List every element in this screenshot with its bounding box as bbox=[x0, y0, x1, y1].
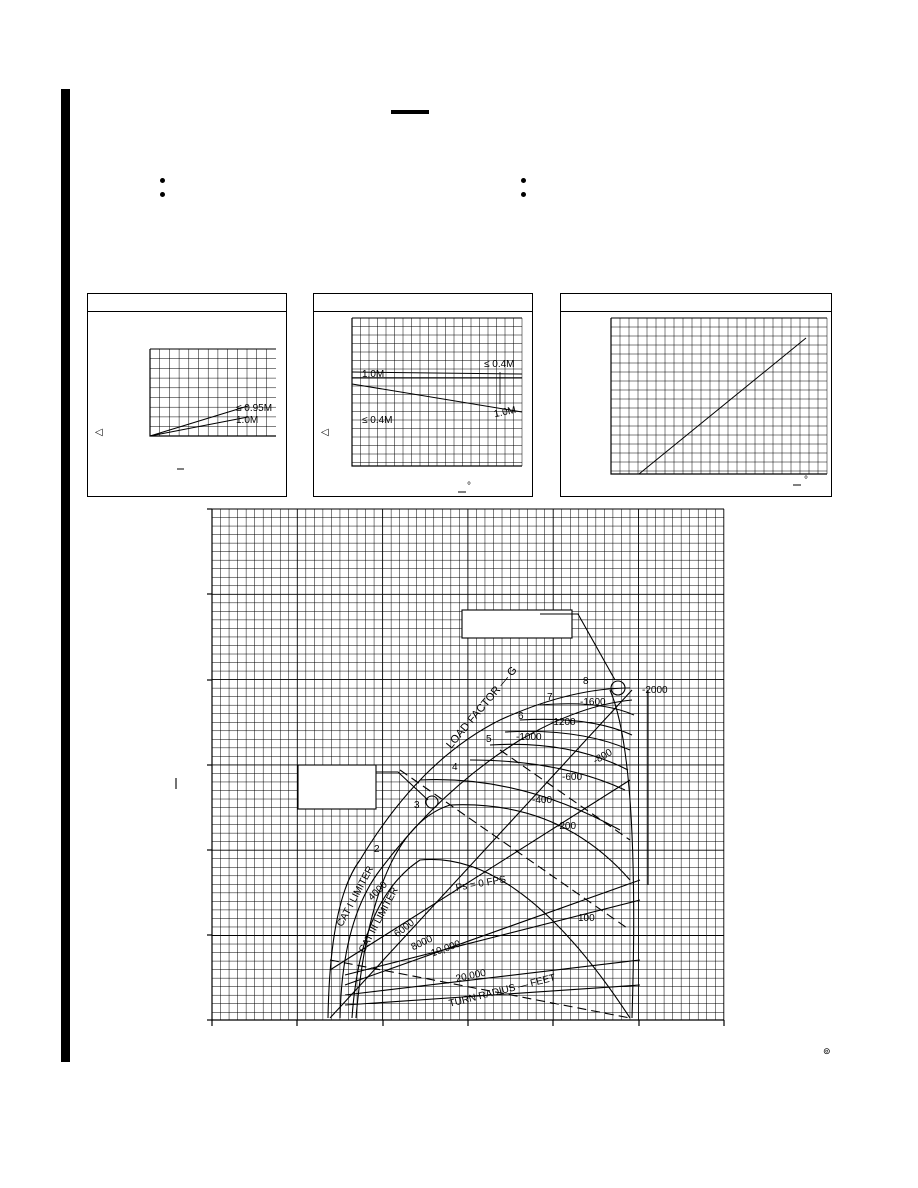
ps-label: -600 bbox=[562, 772, 583, 783]
label-04m: ≤ 0.4M bbox=[484, 359, 515, 370]
marker-circle bbox=[425, 795, 439, 809]
turn-radius-line bbox=[329, 779, 631, 971]
ps-label: -400 bbox=[532, 795, 553, 806]
ps-contour-1600 bbox=[539, 703, 635, 716]
middle-panel-plot bbox=[351, 317, 523, 493]
ps-contour-1200 bbox=[519, 718, 633, 736]
load-factor-label: 7 bbox=[547, 692, 553, 703]
right-panel-plot bbox=[610, 317, 828, 486]
axis-line bbox=[351, 318, 522, 467]
label-04m-lower: ≤ 0.4M bbox=[362, 415, 393, 426]
ps-contour-200 bbox=[355, 804, 631, 1019]
middle-panel: 1.0M ≤ 0.4M ≤ 0.4M 1.0M ◁ ° bbox=[313, 293, 533, 497]
ps-contour-800 bbox=[489, 743, 629, 771]
callout-box-left bbox=[297, 764, 377, 810]
dashed-line bbox=[499, 749, 631, 841]
series-line-10m bbox=[351, 383, 523, 413]
series-line-10m bbox=[149, 416, 249, 437]
panel-header bbox=[88, 294, 286, 312]
degree-symbol: ° bbox=[804, 475, 808, 486]
ps-contour-400 bbox=[419, 779, 621, 831]
load-factor-line bbox=[329, 689, 633, 1019]
bullet-dot bbox=[521, 192, 526, 197]
load-factor-label: 6 bbox=[518, 711, 524, 722]
axis-line bbox=[610, 318, 827, 475]
callout-leader-upper bbox=[540, 613, 616, 681]
title-dash bbox=[391, 110, 429, 114]
left-panel-plot bbox=[149, 348, 276, 470]
load-factor-label: 8 bbox=[583, 676, 589, 687]
callout-leader-left bbox=[376, 771, 429, 801]
label-095m: ≤ 0.95M bbox=[236, 403, 273, 414]
series-line-04m-b bbox=[351, 371, 523, 375]
ps-label: -200 bbox=[556, 821, 577, 832]
ps-label: -1600 bbox=[580, 697, 606, 708]
turn-radius-line bbox=[344, 879, 641, 986]
main-curves bbox=[175, 609, 649, 1019]
marker-circle bbox=[610, 680, 626, 696]
label-10m: 1.0M bbox=[362, 369, 385, 380]
ps-contour-1000 bbox=[504, 730, 631, 751]
delta-icon: ◁ bbox=[95, 427, 103, 438]
left-panel: ≤ 0.95M 1.0M ◁ bbox=[87, 293, 287, 497]
series-line-095m bbox=[149, 405, 249, 437]
degree-symbol: ° bbox=[467, 481, 471, 492]
page-edge-bar bbox=[61, 89, 70, 1062]
ps-label: -1200 bbox=[550, 717, 576, 728]
load-factor-label: 3 bbox=[414, 800, 420, 811]
bullet-dot bbox=[521, 178, 526, 183]
bullet-dot bbox=[160, 178, 165, 183]
turn-radius-line bbox=[344, 984, 641, 1006]
label-10m: 1.0M bbox=[236, 415, 259, 426]
delta-icon: ◁ bbox=[321, 427, 329, 438]
turn-radius-line bbox=[344, 899, 641, 976]
dashed-line bbox=[329, 959, 631, 1019]
ps-label: 100 bbox=[578, 913, 595, 924]
ps-contour-0 bbox=[351, 858, 631, 1019]
copyright-icon: ⊚ bbox=[823, 1046, 831, 1056]
ps-label: -2000 bbox=[642, 685, 668, 696]
panel-header bbox=[561, 294, 831, 312]
max-speed-boundary bbox=[609, 689, 635, 1019]
load-factor-label: 5 bbox=[486, 734, 492, 745]
main-grid bbox=[207, 508, 725, 1026]
turn-radius-line bbox=[344, 959, 641, 996]
right-panel-grid bbox=[610, 317, 828, 475]
ps-contour-600 bbox=[469, 759, 626, 791]
panel-header bbox=[314, 294, 532, 312]
callout-box-upper bbox=[461, 609, 573, 639]
ps-label: -1000 bbox=[516, 732, 542, 743]
series-line bbox=[638, 337, 807, 475]
right-panel: ° bbox=[560, 293, 832, 497]
dashed-line bbox=[399, 769, 631, 931]
bullet-dot bbox=[160, 192, 165, 197]
load-factor-label: 4 bbox=[452, 762, 458, 773]
load-factor-label: 2 bbox=[374, 844, 380, 855]
